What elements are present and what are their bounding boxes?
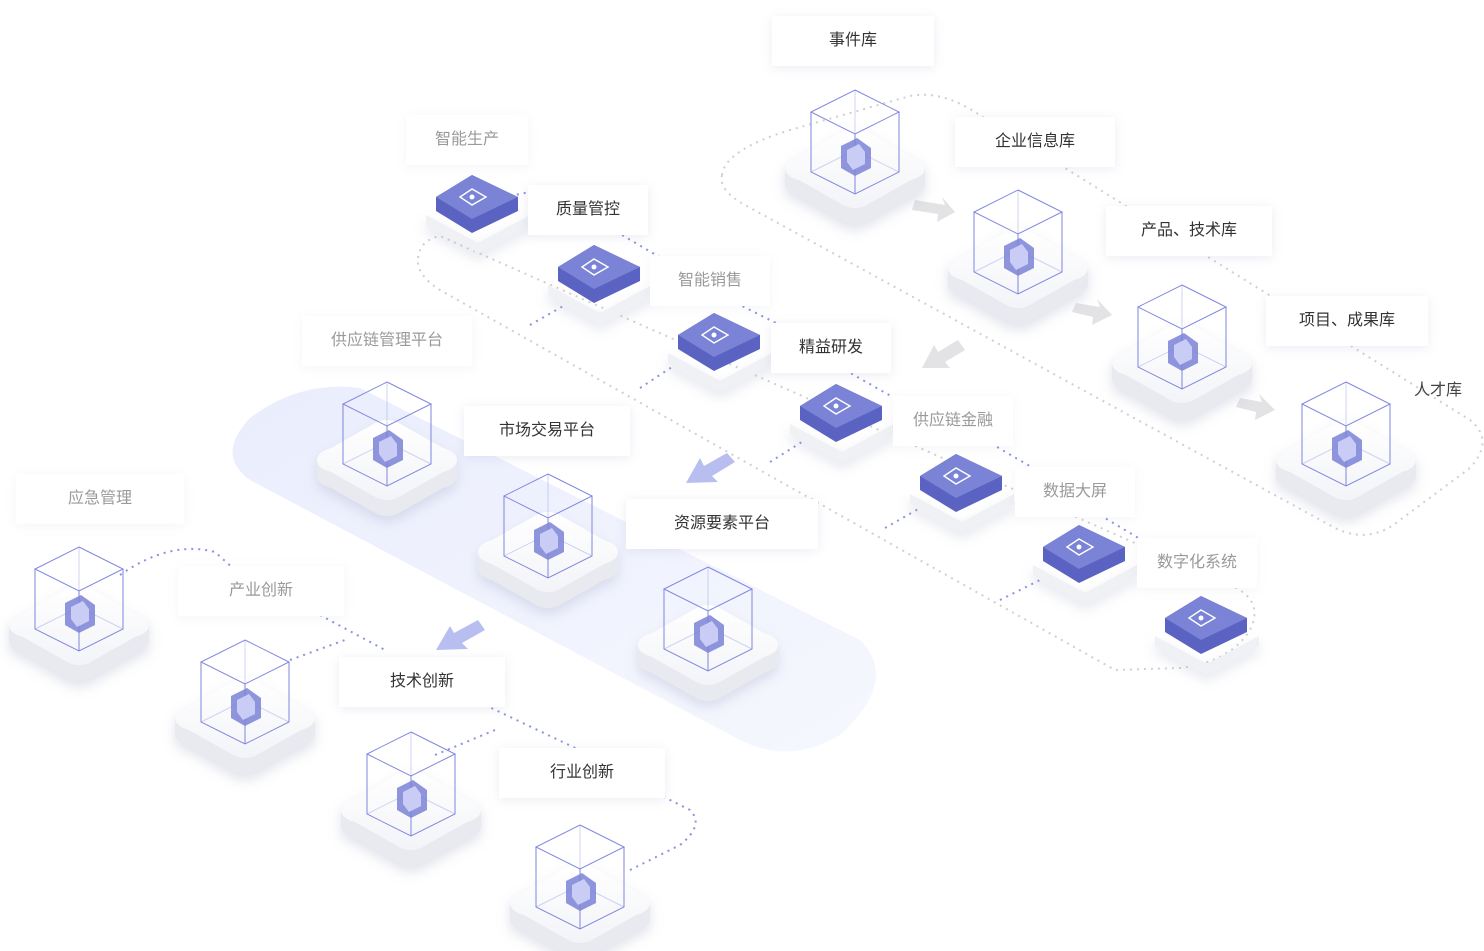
tile-smart_sales[interactable] [668,313,772,391]
screen-icon [1187,609,1217,627]
tile-tech_innovation[interactable] [341,731,481,866]
cloud-icon [1168,333,1198,371]
tile-smart_production[interactable] [426,175,530,253]
tile-supply_finance[interactable] [910,454,1014,532]
label-market-platform[interactable]: 市场交易平台 [464,406,630,456]
bar-chart-icon [841,138,871,176]
tile-quality_control[interactable] [548,245,652,323]
label-supply-platform[interactable]: 供应链管理平台 [302,316,472,366]
tile-company_lib[interactable] [948,189,1088,324]
monitor-icon [1065,538,1095,556]
tile-resource_platform[interactable] [638,566,778,701]
label-event-lib[interactable]: 事件库 [772,16,934,66]
label-digital-system[interactable]: 数字化系统 [1137,538,1257,588]
label-company-lib[interactable]: 企业信息库 [955,117,1115,167]
tile-event_lib[interactable] [785,89,925,224]
ai-icon [1004,238,1034,276]
refresh-icon [694,615,724,653]
label-project-lib[interactable]: 项目、成果库 [1266,296,1428,346]
label-product-lib[interactable]: 产品、技术库 [1106,206,1272,256]
alert-monitor-icon [65,595,95,633]
tile-big_screen[interactable] [1033,525,1137,603]
label-emergency[interactable]: 应急管理 [16,474,184,524]
tile-emergency[interactable] [9,546,149,681]
label-industry-innovation[interactable]: 产业创新 [178,566,344,616]
label-supply-finance[interactable]: 供应链金融 [893,396,1013,446]
tile-industry_innovation[interactable] [175,639,315,774]
tile-product_lib[interactable] [1112,284,1252,419]
label-smart-production[interactable]: 智能生产 [406,115,528,165]
label-lean-rd[interactable]: 精益研发 [771,323,891,373]
tile-digital_system[interactable] [1155,596,1259,674]
robot-icon [700,326,730,344]
tile-supply_platform[interactable] [317,381,457,516]
label-quality-control[interactable]: 质量管控 [528,185,648,235]
tile-sector_innovation[interactable] [510,824,650,951]
molecule-icon [397,780,427,818]
person-icon [1332,430,1362,468]
flow-arrows [912,197,1275,420]
globe-icon [942,467,972,485]
factory-icon [231,688,261,726]
chain-loop [416,234,1256,672]
tile-talent_lib[interactable] [1276,381,1416,516]
building-icon [566,873,596,911]
label-big-screen[interactable]: 数据大屏 [1015,467,1135,517]
tile-market_platform[interactable] [478,473,618,608]
label-resource-platform[interactable]: 资源要素平台 [626,499,818,549]
flow-arrows-blue [436,453,735,650]
label-talent-lib[interactable]: 人才库 [1414,380,1463,399]
label-sector-innovation[interactable]: 行业创新 [499,748,665,798]
label-smart-sales[interactable]: 智能销售 [650,256,770,306]
label-tech-innovation[interactable]: 技术创新 [339,657,505,707]
tile-lean_rd[interactable] [790,384,894,462]
truck-icon [580,258,610,276]
code-icon [822,397,852,415]
flowchart-icon [458,188,488,206]
magnifier-icon [534,522,564,560]
gear-icon [373,430,403,468]
